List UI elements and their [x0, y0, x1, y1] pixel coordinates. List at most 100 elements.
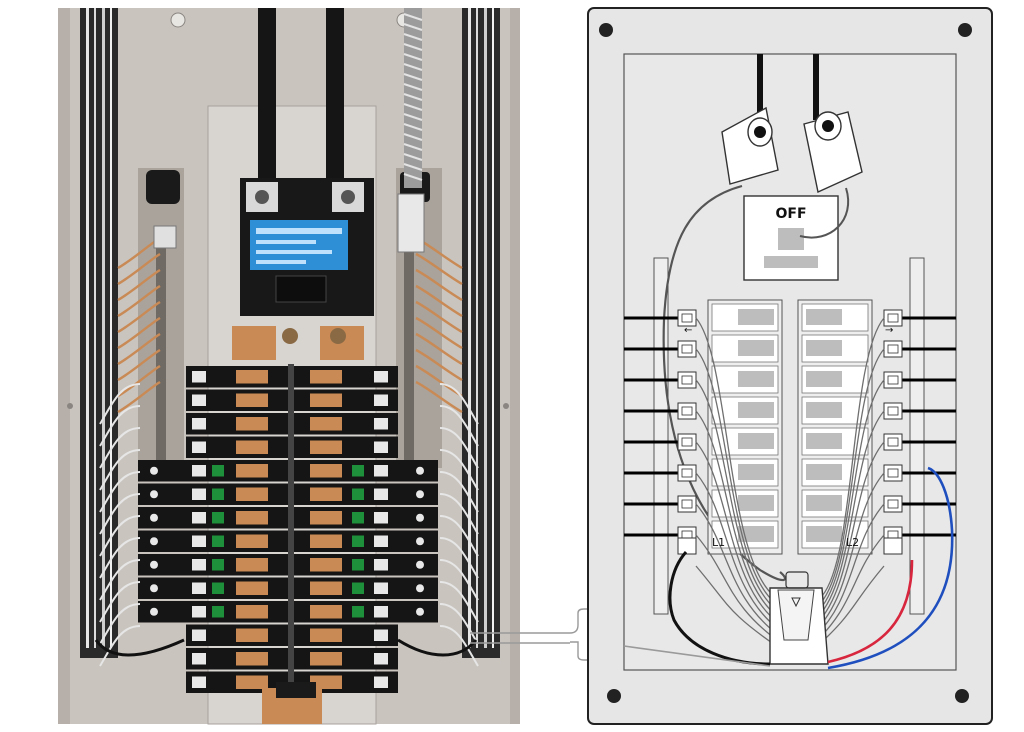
- breaker-handle: [192, 394, 206, 406]
- breaker-handle: [738, 433, 774, 449]
- breaker-handle: [738, 464, 774, 480]
- leg-label-left: L1: [712, 536, 725, 549]
- breaker-clip: [310, 675, 342, 689]
- branch-wire: [439, 603, 479, 645]
- arrow-left-icon: ←: [684, 325, 692, 336]
- sensor-terminal-port: [681, 313, 693, 323]
- breaker-clip: [236, 675, 268, 689]
- main-lug-screw: [255, 190, 269, 204]
- neutral-bar-right: [909, 257, 925, 615]
- breaker-handle: [806, 495, 842, 511]
- sensor-terminal-port: [887, 344, 899, 354]
- breaker-handle: [192, 582, 206, 594]
- gfci-body: [138, 601, 186, 623]
- breaker-handle: [374, 441, 388, 453]
- branch-wire: [439, 581, 479, 623]
- branch-wire: [439, 559, 479, 601]
- branch-wire: [439, 493, 479, 535]
- breaker-handle: [192, 606, 206, 618]
- sensor-terminal-port: [887, 406, 899, 416]
- screw: [67, 403, 73, 409]
- callout-bracket: [470, 608, 588, 661]
- breaker-clip: [236, 370, 268, 384]
- breaker-column-right: [797, 299, 873, 555]
- breaker-clip: [236, 652, 268, 666]
- sensor-lead: [820, 348, 885, 604]
- terminal-screw: [416, 537, 424, 546]
- copper-wire: [117, 364, 161, 398]
- gfci-test-button: [352, 559, 364, 571]
- breaker-clip: [236, 628, 268, 642]
- branch-wire: [99, 471, 141, 513]
- mounting-hole: [599, 23, 613, 37]
- copper-wire: [415, 252, 463, 286]
- sensor-terminal-left: [677, 433, 697, 451]
- ground-lug-left: [146, 170, 180, 204]
- copper-wire: [415, 284, 463, 318]
- sensor-lead: [695, 441, 780, 625]
- branch-wire-black: [397, 638, 478, 657]
- sensor-terminal-port: [681, 344, 693, 354]
- cable-strand: [403, 43, 423, 51]
- screw: [503, 403, 509, 409]
- breaker-handle: [374, 371, 388, 383]
- gfci-body: [138, 483, 186, 505]
- bus-stab: [232, 326, 276, 360]
- screw: [170, 12, 186, 28]
- triangle-icon: [791, 597, 801, 608]
- sensor-terminal-port: [887, 313, 899, 323]
- gfci-test-button: [212, 559, 224, 571]
- branch-wire: [99, 559, 141, 601]
- breaker-handle: [192, 535, 206, 547]
- terminal-blocks: [624, 309, 956, 555]
- breaker-handle: [738, 526, 774, 542]
- breaker-handle: [192, 441, 206, 453]
- branch-wire: [439, 515, 479, 557]
- breaker-clip: [310, 511, 342, 525]
- sensor-terminal-right: [883, 433, 903, 451]
- breaker-handle: [806, 402, 842, 418]
- copper-wire: [415, 268, 463, 302]
- terminal-screw: [150, 560, 158, 569]
- bus-bolt: [282, 328, 298, 344]
- breaker-clip: [310, 605, 342, 619]
- branch-breakers-left: [138, 366, 288, 693]
- breaker-handle: [374, 488, 388, 500]
- cable-strand: [403, 83, 423, 91]
- panel-photo: [58, 8, 520, 725]
- hub-lead-red: [827, 559, 914, 664]
- terminal-screw: [150, 607, 158, 616]
- terminal-screw: [416, 584, 424, 593]
- copper-wire: [415, 300, 463, 334]
- hub-lead-blue: [827, 466, 954, 670]
- breaker-handle: [192, 676, 206, 688]
- ct-clamp-l1: [721, 106, 779, 185]
- right-wire-bundle: [462, 8, 500, 658]
- cable-strand: [403, 173, 423, 181]
- mounting-hole: [955, 689, 969, 703]
- gfci-test-button: [352, 582, 364, 594]
- breaker-clip: [310, 487, 342, 501]
- breaker-handle: [738, 340, 774, 356]
- copper-wire: [117, 300, 161, 334]
- cable-strand: [403, 163, 423, 171]
- sensor-terminal-left: [677, 340, 697, 358]
- sensor-lead: [695, 503, 783, 639]
- branch-wire: [439, 427, 479, 469]
- breaker-clip: [236, 440, 268, 454]
- gfci-body: [138, 577, 186, 599]
- sensor-terminal-port: [887, 437, 899, 447]
- breaker-handle: [192, 653, 206, 665]
- breaker-handle: [738, 371, 774, 387]
- breaker-clip: [310, 628, 342, 642]
- copper-wire: [117, 284, 161, 318]
- breaker-handle: [738, 495, 774, 511]
- breaker-clip: [236, 464, 268, 478]
- gfci-test-button: [352, 488, 364, 500]
- breaker-clip: [236, 558, 268, 572]
- service-cable-1: [258, 8, 276, 178]
- sensor-lead: [815, 441, 885, 625]
- breaker-clip: [310, 652, 342, 666]
- branch-wire: [99, 603, 141, 645]
- cable-strand: [403, 93, 423, 101]
